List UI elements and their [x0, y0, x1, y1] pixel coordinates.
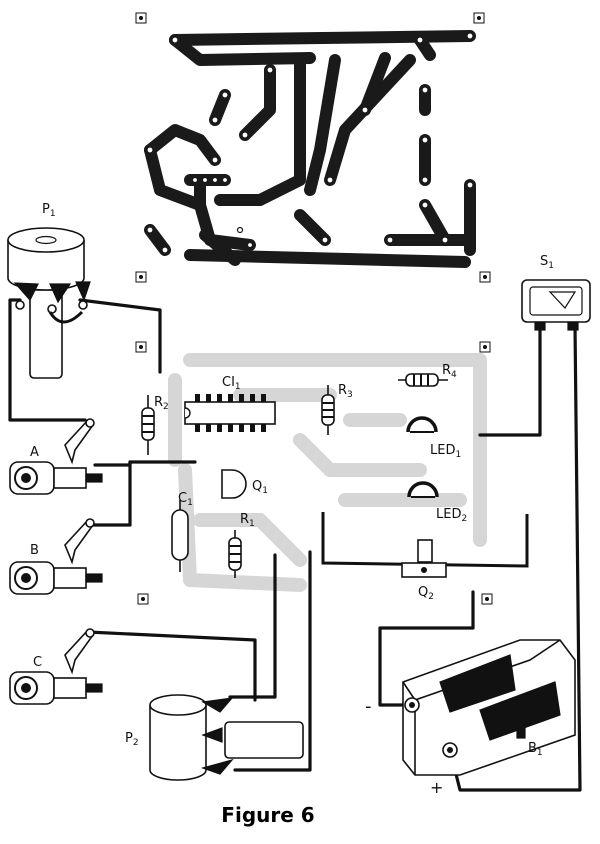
resistor-r2 — [141, 395, 155, 455]
resistor-r1 — [228, 530, 242, 578]
label-c1: C1 — [178, 491, 193, 508]
label-q2: Q2 — [418, 585, 434, 602]
label-b1: B1 — [528, 741, 543, 758]
label-r1: R1 — [240, 512, 255, 529]
label-r2: R2 — [154, 395, 169, 412]
transistor-q1 — [221, 469, 247, 499]
resistor-r4 — [398, 373, 448, 387]
capacitor-c1 — [171, 500, 189, 572]
label-ci1: CI1 — [222, 375, 241, 392]
component-labels: P1 S1 CI1 R2 R3 R4 LED1 LED2 Q1 C1 R1 Q2… — [30, 202, 554, 797]
jack-b — [9, 518, 103, 595]
led2 — [407, 481, 439, 498]
label-r3: R3 — [338, 383, 353, 400]
figure-caption: Figure 6 — [221, 803, 314, 827]
jack-a — [9, 418, 103, 495]
potentiometer-p1 — [7, 227, 91, 379]
label-s1: S1 — [540, 254, 554, 271]
label-jack-a: A — [30, 445, 39, 460]
switch-s1 — [521, 279, 591, 331]
label-q1: Q1 — [252, 479, 268, 496]
pcb-mounting-holes-lower — [135, 341, 493, 605]
led1 — [406, 416, 438, 433]
ic-ci1 — [184, 394, 276, 432]
label-p1: P1 — [42, 202, 56, 219]
transistor-q2-heatsink — [321, 512, 529, 578]
label-plus: + — [430, 778, 443, 797]
pcb-component-side — [135, 341, 493, 605]
battery-holder-b1 — [402, 639, 576, 776]
label-jack-c: C — [33, 655, 42, 670]
label-led1: LED1 — [430, 443, 461, 460]
label-led2: LED2 — [436, 507, 467, 524]
pcb-mounting-holes — [135, 12, 491, 283]
label-minus: - — [365, 696, 372, 717]
resistor-r3 — [321, 385, 335, 435]
pcb-pads — [146, 32, 474, 254]
label-jack-b: B — [30, 543, 39, 558]
pcb-copper-layout — [135, 12, 491, 283]
label-p2: P2 — [125, 731, 139, 748]
pcb-traces — [144, 30, 476, 268]
jack-c — [9, 628, 103, 705]
potentiometer-p2 — [149, 694, 304, 781]
label-r4: R4 — [442, 363, 457, 380]
